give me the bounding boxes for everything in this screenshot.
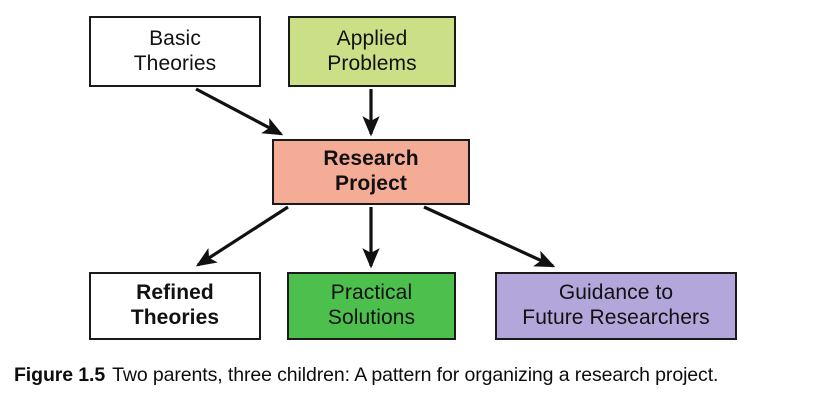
node-applied-problems-line-1: Applied	[336, 26, 408, 50]
node-guidance-future-researchers-line-1: Guidance to	[558, 281, 674, 305]
node-basic-theories-line-2: Theories	[133, 51, 217, 75]
node-applied-problems-line-2: Problems	[327, 51, 417, 75]
node-basic-theories-line-1: Basic	[149, 26, 201, 50]
node-practical-solutions-line-1: Practical	[330, 281, 413, 305]
node-practical-solutions-line-2: Solutions	[327, 306, 416, 329]
node-refined-theories-line-2: Theories	[130, 306, 220, 329]
node-refined-theories-line-1: Refined	[136, 281, 214, 305]
node-guidance-future-researchers: Guidance to Future Researchers	[495, 272, 737, 340]
node-refined-theories: Refined Theories	[89, 272, 261, 340]
node-guidance-future-researchers-line-2: Future Researchers	[522, 306, 710, 329]
arrow-research-project-to-refined-theories	[195, 205, 289, 267]
figure-caption-text: Two parents, three children: A pattern f…	[112, 364, 719, 386]
arrow-research-project-to-guidance-future-researchers	[423, 205, 556, 268]
node-research-project-line-2: Project	[335, 172, 407, 195]
node-research-project: Research Project	[272, 139, 470, 205]
figure-caption-label: Figure 1.5	[14, 364, 106, 386]
figure-caption: Figure 1.5 Two parents, three children: A…	[14, 364, 814, 387]
node-basic-theories: Basic Theories	[89, 16, 261, 87]
node-research-project-line-1: Research	[323, 147, 419, 171]
node-applied-problems: Applied Problems	[288, 16, 456, 87]
node-practical-solutions: Practical Solutions	[287, 272, 456, 340]
arrow-basic-theories-to-research-project	[195, 87, 284, 136]
figure-diagram: Basic Theories Applied Problems Research…	[89, 16, 737, 340]
